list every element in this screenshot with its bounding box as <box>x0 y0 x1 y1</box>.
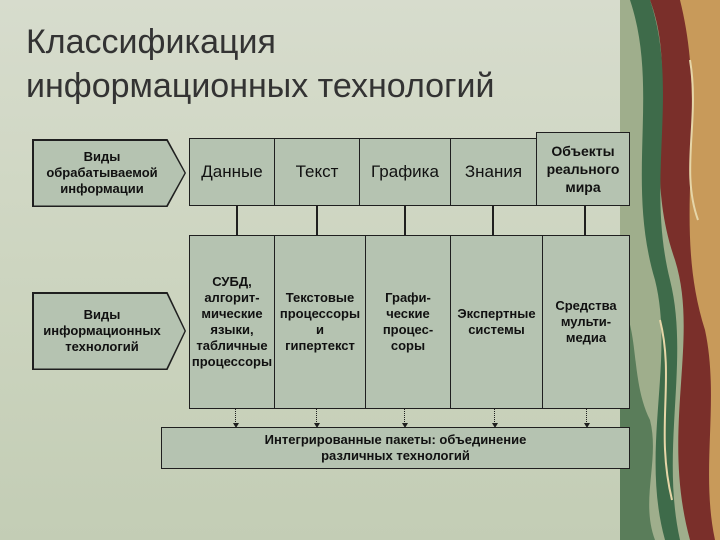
tech-dbms-languages-spreadsheets: СУБД, алгорит- мические языки, табличные… <box>189 235 275 409</box>
connector-data <box>236 206 238 236</box>
connector-knowledge <box>492 206 494 236</box>
tech-expert-systems: Экспертные системы <box>450 235 543 409</box>
header-real-world-objects: Объекты реального мира <box>536 132 630 206</box>
arrowhead-3 <box>402 423 408 428</box>
row-label-info-types-text: Виды обрабатываемой информации <box>46 149 158 196</box>
arrowhead-4 <box>492 423 498 428</box>
tech-text-processors-hypertext: Текстовые процессоры и гипертекст <box>274 235 366 409</box>
row-label-tech-types: Виды информационных технологий <box>32 292 186 370</box>
dotted-arrow-2 <box>316 409 317 424</box>
arrowhead-2 <box>314 423 320 428</box>
row-label-tech-types-text: Виды информационных технологий <box>43 307 161 354</box>
title-line-2: информационных технологий <box>26 67 495 105</box>
arrowhead-5 <box>584 423 590 428</box>
header-text: Текст <box>274 138 360 206</box>
title-line-1: Классификация <box>26 23 276 61</box>
slide-title: Классификация информационных технологий <box>26 20 494 108</box>
connector-graphics <box>404 206 406 236</box>
header-data: Данные <box>189 138 275 206</box>
arrowhead-1 <box>233 423 239 428</box>
header-graphics: Графика <box>359 138 451 206</box>
tech-graphics-processors: Графи- ческие процес- соры <box>365 235 451 409</box>
dotted-arrow-5 <box>586 409 587 424</box>
header-knowledge: Знания <box>450 138 537 206</box>
dotted-arrow-3 <box>404 409 405 424</box>
row-label-info-types: Виды обрабатываемой информации <box>32 139 186 207</box>
dotted-arrow-4 <box>494 409 495 424</box>
dotted-arrow-1 <box>235 409 236 424</box>
connector-real-world <box>584 206 586 236</box>
tech-multimedia: Средства мульти- медиа <box>542 235 630 409</box>
connector-text <box>316 206 318 236</box>
integrated-packages: Интегрированные пакеты: объединение разл… <box>161 427 630 469</box>
decorative-plant-ornament <box>620 0 720 540</box>
